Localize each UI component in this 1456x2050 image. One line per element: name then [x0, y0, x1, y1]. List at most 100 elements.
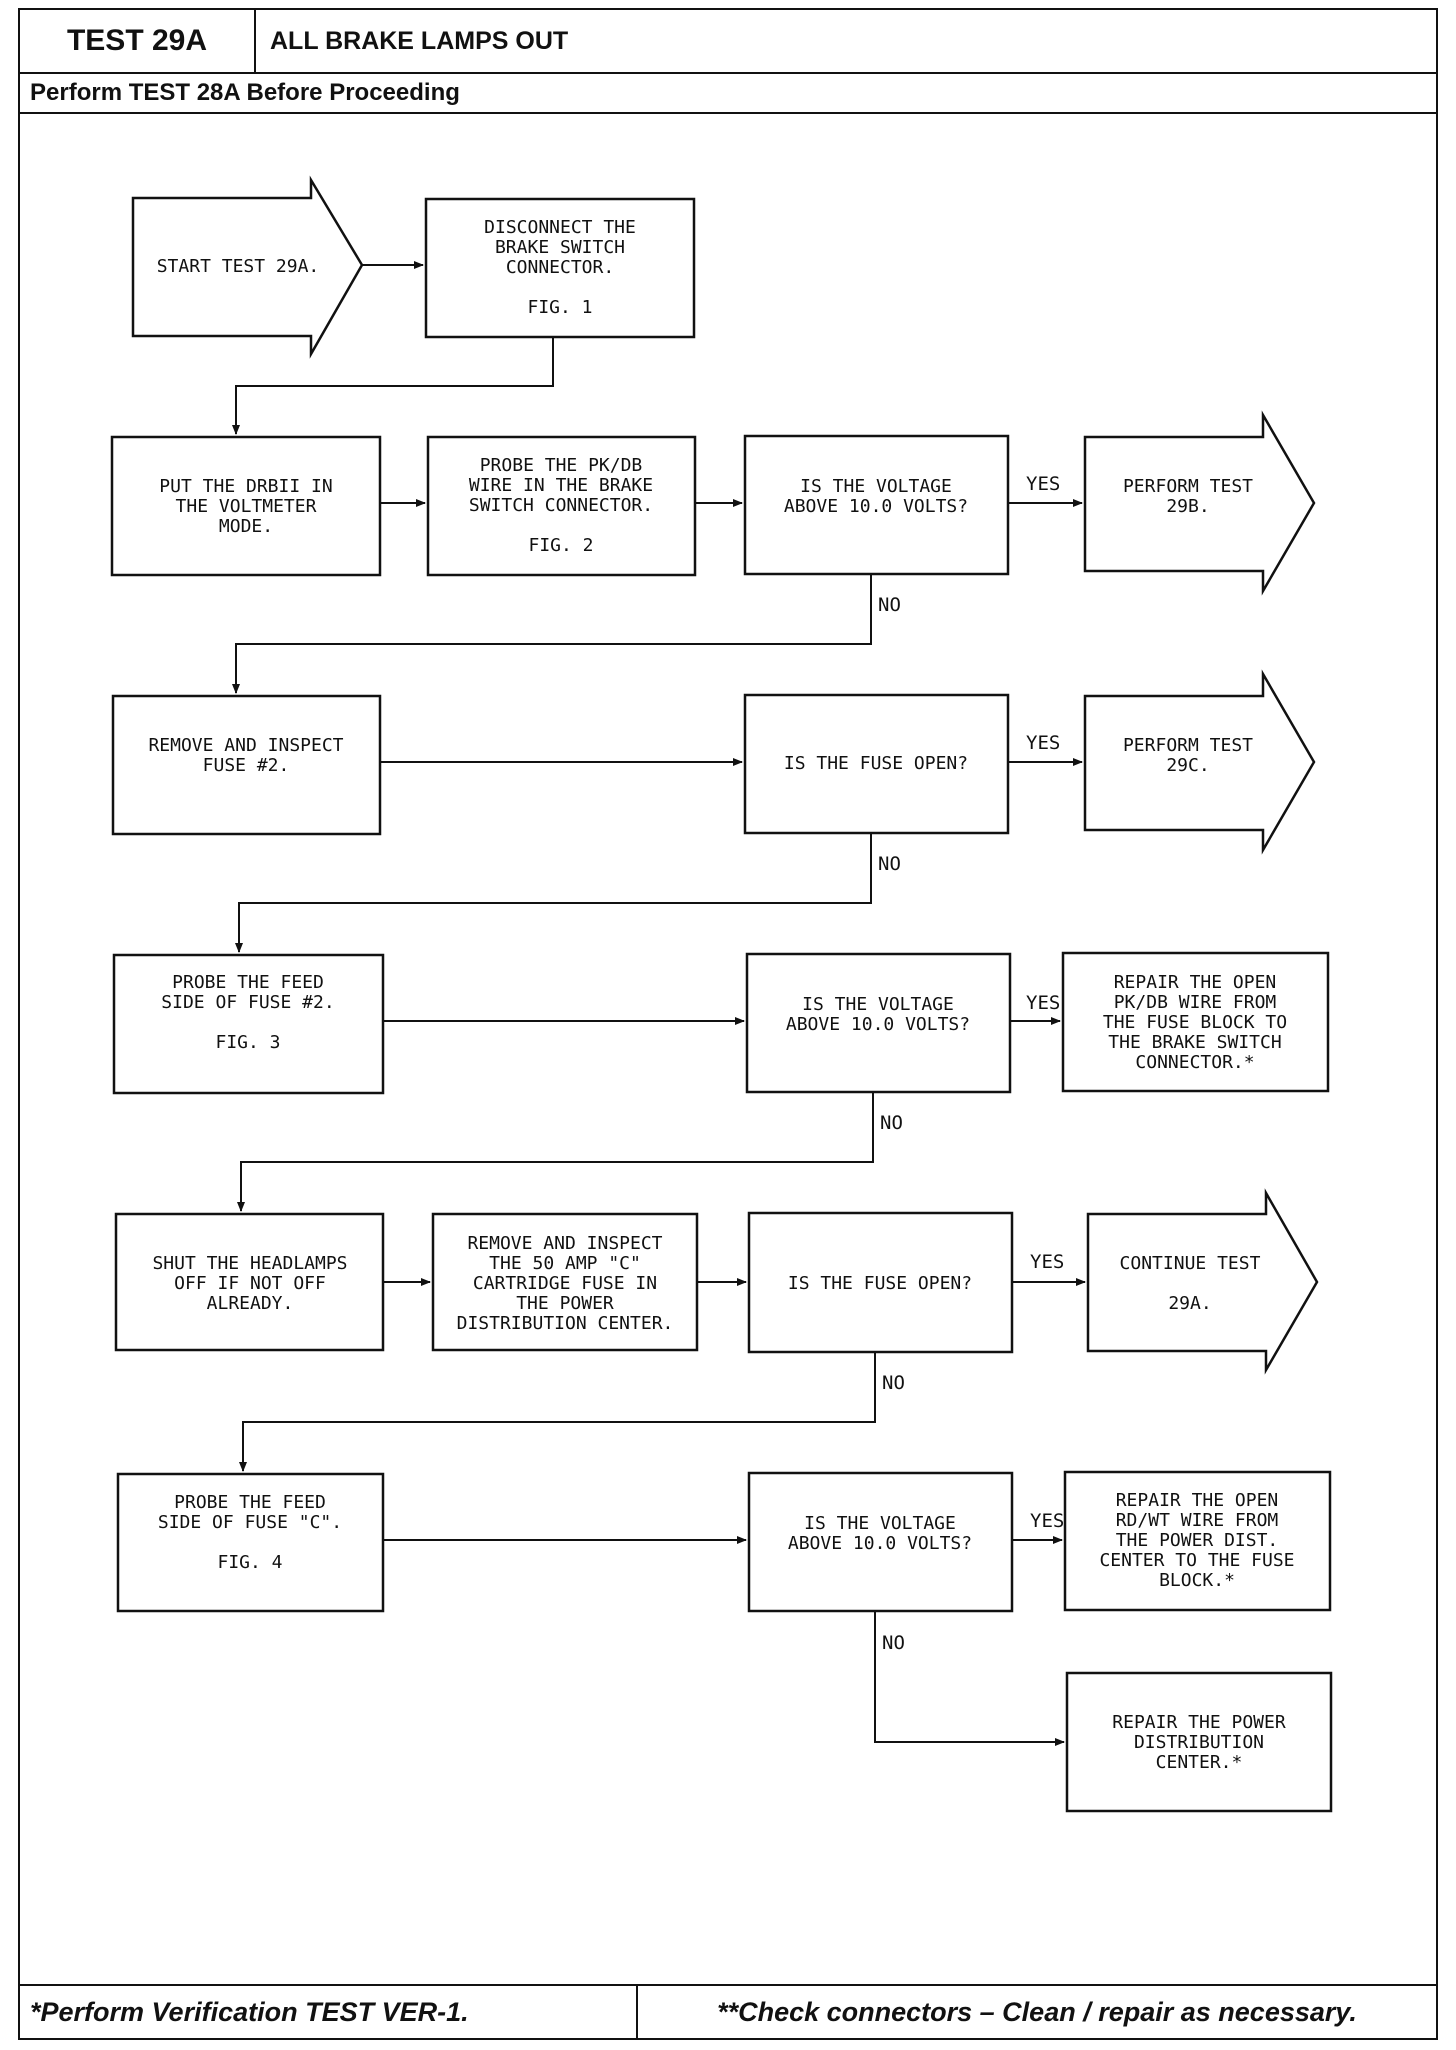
no-label-2: NO — [878, 853, 901, 875]
footer-connector-note: **Check connectors – Clean / repair as n… — [717, 1996, 1357, 2027]
node-repair-pdc — [1065, 1671, 1333, 1813]
page-frame: TEST 29A ALL BRAKE LAMPS OUT Perform TES… — [18, 8, 1438, 2040]
test-title: ALL BRAKE LAMPS OUT — [270, 26, 569, 55]
node-line: SWITCH CONNECTOR. — [469, 495, 653, 516]
node-line: THE POWER — [516, 1293, 614, 1314]
node-line: REPAIR THE POWER — [1112, 1712, 1286, 1733]
node-line: 29B. — [1166, 496, 1209, 517]
node-line: DISTRIBUTION CENTER. — [457, 1313, 674, 1334]
yes-label-3: YES — [1026, 992, 1060, 1014]
node-line: PERFORM TEST — [1123, 735, 1253, 756]
node-probe-pkdb — [426, 435, 697, 577]
yes-label-4: YES — [1030, 1251, 1064, 1273]
node-line: SHUT THE HEADLAMPS — [152, 1253, 347, 1274]
footer-row: *Perform Verification TEST VER-1. **Chec… — [20, 1984, 1436, 2038]
node-line: CARTRIDGE FUSE IN — [473, 1273, 657, 1294]
node-text-fuseopen1: IS THE FUSE OPEN? — [784, 753, 968, 774]
yes-label-5: YES — [1030, 1510, 1064, 1532]
node-line: IS THE VOLTAGE — [800, 476, 952, 497]
node-line: IS THE FUSE OPEN? — [784, 753, 968, 774]
node-line: 29C. — [1166, 755, 1209, 776]
node-start-arrow — [131, 175, 364, 359]
node-line: ABOVE 10.0 VOLTS? — [788, 1533, 972, 1554]
node-line: PK/DB WIRE FROM — [1114, 992, 1277, 1013]
node-line: IS THE FUSE OPEN? — [788, 1273, 972, 1294]
node-line: REMOVE AND INSPECT — [148, 735, 343, 756]
node-line: CONNECTOR.* — [1135, 1052, 1254, 1073]
no-label-3: NO — [880, 1112, 903, 1134]
node-line: PUT THE DRBII IN — [159, 476, 332, 497]
connector-lines — [232, 261, 1086, 1746]
node-line: PERFORM TEST — [1123, 476, 1253, 497]
node-disconnect — [424, 197, 696, 339]
node-line: THE POWER DIST. — [1116, 1530, 1279, 1551]
node-line: SIDE OF FUSE "C". — [158, 1512, 342, 1533]
node-repair-rdwt — [1063, 1470, 1332, 1612]
node-line: DISTRIBUTION — [1134, 1732, 1264, 1753]
node-headlamps — [114, 1212, 385, 1352]
node-probe-feed-c — [116, 1472, 385, 1613]
node-line: ALREADY. — [207, 1293, 294, 1314]
node-line: CENTER.* — [1156, 1752, 1243, 1773]
node-line: FIG. 3 — [215, 1032, 280, 1053]
node-line: BRAKE SWITCH — [495, 237, 625, 258]
yes-label-2: YES — [1026, 732, 1060, 754]
node-line: ABOVE 10.0 VOLTS? — [786, 1014, 970, 1035]
node-line: PROBE THE FEED — [174, 1492, 326, 1513]
node-line: IS THE VOLTAGE — [804, 1513, 956, 1534]
test-id: TEST 29A — [20, 10, 256, 72]
no-label-5: NO — [882, 1632, 905, 1654]
node-line: PROBE THE PK/DB — [480, 455, 643, 476]
node-text-cont29a: CONTINUE TEST 29A. — [1120, 1253, 1261, 1314]
footer-verification-note: *Perform Verification TEST VER-1. — [20, 1986, 638, 2038]
node-line: SIDE OF FUSE #2. — [161, 992, 334, 1013]
node-line: ABOVE 10.0 VOLTS? — [784, 496, 968, 517]
node-line: CENTER TO THE FUSE — [1099, 1550, 1294, 1571]
node-fuse-open-1 — [743, 693, 1010, 835]
node-line: THE FUSE BLOCK TO — [1103, 1012, 1287, 1033]
node-line: THE BRAKE SWITCH — [1108, 1032, 1281, 1053]
node-line: CONNECTOR. — [506, 257, 614, 278]
node-fuse-open-2 — [747, 1211, 1014, 1354]
node-line: IS THE VOLTAGE — [802, 994, 954, 1015]
node-voltage-check-1 — [743, 434, 1010, 576]
prerequisite-note: Perform TEST 28A Before Proceeding — [20, 74, 1436, 114]
node-text-start: START TEST 29A. — [157, 256, 320, 277]
node-line: 29A. — [1168, 1293, 1211, 1314]
node-line: START TEST 29A. — [157, 256, 320, 277]
node-line: MODE. — [219, 516, 273, 537]
node-line: REMOVE AND INSPECT — [467, 1233, 662, 1254]
no-label-4: NO — [882, 1372, 905, 1394]
node-fuse50 — [431, 1212, 699, 1352]
node-line: FIG. 1 — [527, 297, 592, 318]
node-text-fuseopen2: IS THE FUSE OPEN? — [788, 1273, 972, 1294]
node-voltage-check-2 — [745, 952, 1012, 1094]
node-line: REPAIR THE OPEN — [1114, 972, 1277, 993]
node-line: OFF IF NOT OFF — [174, 1273, 326, 1294]
node-line: WIRE IN THE BRAKE — [469, 475, 653, 496]
node-line: FUSE #2. — [203, 755, 290, 776]
node-line: BLOCK.* — [1159, 1570, 1235, 1591]
node-fuse2 — [111, 694, 382, 836]
no-label-1: NO — [878, 594, 901, 616]
node-line: CONTINUE TEST — [1120, 1253, 1261, 1274]
node-repair-pkdb — [1061, 951, 1330, 1093]
node-voltage-check-3 — [747, 1471, 1014, 1613]
node-line: DISCONNECT THE — [484, 217, 636, 238]
